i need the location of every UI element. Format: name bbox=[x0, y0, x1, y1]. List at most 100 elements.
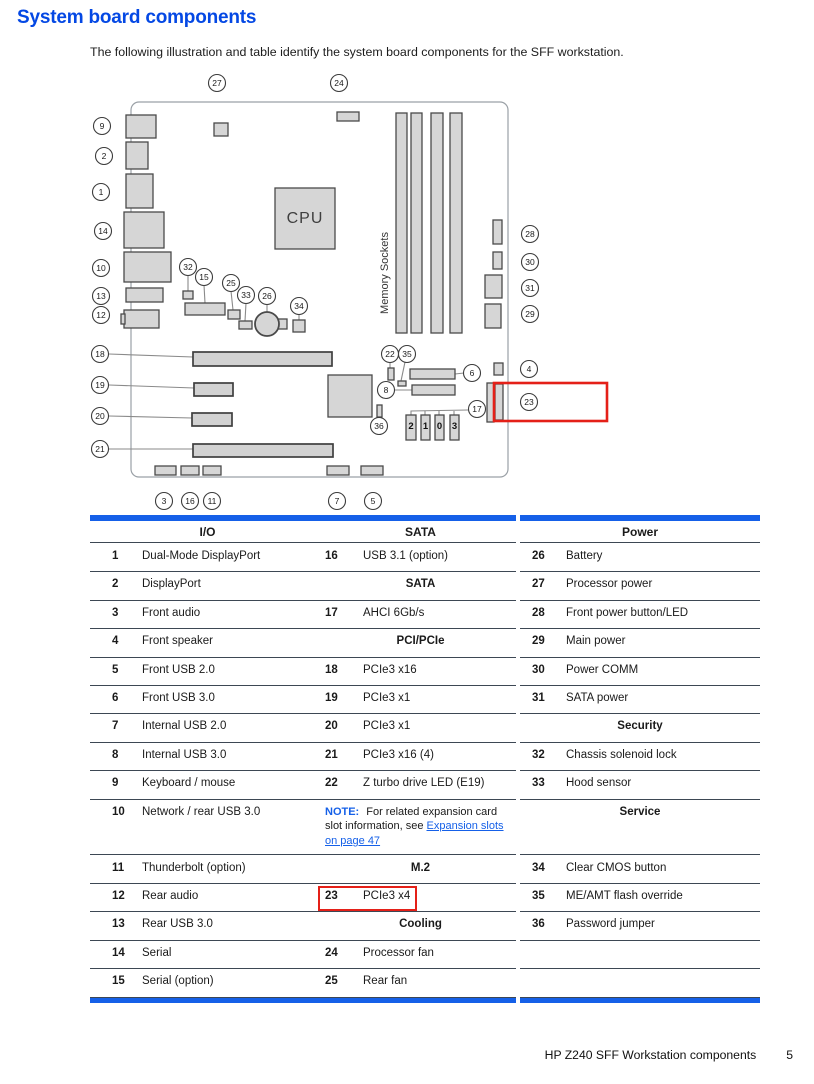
callout-number: 3 bbox=[162, 496, 167, 506]
front-power-button-header bbox=[492, 219, 503, 245]
pcie-slot-21 bbox=[192, 443, 334, 458]
rear-fan-header bbox=[227, 309, 241, 320]
item-label: PCIe3 x4 bbox=[363, 890, 411, 903]
callout-35 bbox=[397, 344, 417, 364]
cpu-label: CPU bbox=[287, 210, 324, 227]
callout-4 bbox=[519, 359, 539, 379]
memory-sockets-label: Memory Sockets bbox=[379, 232, 391, 314]
bottom-edge-headers bbox=[154, 465, 384, 476]
item-number: 26 bbox=[532, 550, 545, 562]
processor-power-connector bbox=[213, 122, 229, 137]
callout-number: 33 bbox=[241, 290, 251, 300]
battery bbox=[254, 311, 280, 337]
item-number: 23 bbox=[325, 890, 338, 903]
sata-port-label: 2 bbox=[408, 421, 413, 432]
leader-lines bbox=[108, 275, 469, 450]
item-number: 12 bbox=[112, 890, 125, 903]
item-number: 3 bbox=[112, 606, 119, 619]
connector-rear-audio bbox=[123, 309, 160, 329]
item-label: PCIe3 x16 (4) bbox=[363, 748, 434, 761]
callout-number: 15 bbox=[199, 272, 209, 282]
callout-number: 24 bbox=[334, 78, 344, 88]
item-label: Internal USB 3.0 bbox=[142, 748, 227, 761]
table-header-row: I/O SATA Power bbox=[90, 521, 760, 543]
item-label: Processor fan bbox=[363, 946, 434, 959]
item-label: Hood sensor bbox=[566, 777, 632, 790]
callout-25 bbox=[221, 273, 241, 293]
callout-6 bbox=[462, 363, 482, 383]
item-number: 22 bbox=[325, 777, 338, 790]
item-label: ME/AMT flash override bbox=[566, 890, 683, 903]
callout-34 bbox=[289, 296, 309, 316]
item-number: 7 bbox=[112, 720, 119, 733]
item-label: Front power button/LED bbox=[566, 606, 689, 619]
item-label: Rear fan bbox=[363, 975, 408, 988]
footer-text: HP Z240 SFF Workstation components bbox=[544, 1048, 757, 1062]
callout-number: 31 bbox=[525, 283, 535, 293]
callout-number: 28 bbox=[525, 229, 535, 239]
item-label: Processor power bbox=[566, 578, 653, 591]
front-speaker-header bbox=[493, 362, 504, 376]
sata-ports: 2 1 0 3 bbox=[405, 414, 460, 441]
callout-number: 4 bbox=[527, 364, 532, 374]
cpu-socket bbox=[274, 187, 336, 250]
item-label: Front USB 2.0 bbox=[142, 663, 215, 676]
item-label: Serial (option) bbox=[142, 975, 214, 988]
note-label: NOTE: bbox=[325, 805, 360, 818]
row-right-segment: Security bbox=[520, 713, 760, 743]
connector-keyboard-mouse bbox=[125, 114, 157, 139]
item-label: PCIe3 x1 bbox=[363, 720, 411, 733]
callout-36 bbox=[369, 416, 389, 436]
sub-section-header: M.2 bbox=[410, 861, 431, 874]
intro-text: The following illustration and table ide… bbox=[90, 45, 624, 59]
callout-26 bbox=[257, 286, 277, 306]
system-board-diagram: CPU Memory Sockets bbox=[90, 73, 609, 511]
item-number: 30 bbox=[532, 663, 545, 676]
callout-number: 5 bbox=[371, 496, 376, 506]
callout-30 bbox=[520, 252, 540, 272]
callout-29 bbox=[520, 304, 540, 324]
note-text: For related expansion card slot informat… bbox=[325, 805, 498, 833]
expansion-slots-link[interactable]: Expansion slots on page 47 bbox=[325, 820, 504, 847]
item-number: 31 bbox=[532, 691, 545, 704]
callout-33 bbox=[236, 285, 256, 305]
page-footer: HP Z240 SFF Workstation components 5 bbox=[545, 1048, 793, 1062]
callout-number: 12 bbox=[96, 310, 106, 320]
item-number: 34 bbox=[532, 861, 545, 874]
item-number: 15 bbox=[112, 975, 125, 988]
page-number: 5 bbox=[786, 1048, 793, 1062]
connector-dual-displayport bbox=[125, 173, 154, 209]
callout-number: 14 bbox=[98, 226, 108, 236]
group-header-io: I/O bbox=[199, 525, 216, 539]
callout-number: 20 bbox=[95, 411, 105, 421]
item-number: 13 bbox=[112, 918, 125, 931]
sata-port-label: 1 bbox=[423, 421, 429, 432]
item-label: AHCI 6Gb/s bbox=[363, 606, 425, 619]
memory-socket-bars bbox=[395, 112, 463, 334]
item-label: PCIe3 x16 bbox=[363, 663, 417, 676]
item-label: Front USB 3.0 bbox=[142, 691, 215, 704]
callout-28 bbox=[520, 224, 540, 244]
callout-5 bbox=[363, 491, 383, 511]
callout-13 bbox=[91, 286, 111, 306]
item-label: Clear CMOS button bbox=[566, 861, 667, 874]
callout-number: 27 bbox=[212, 78, 222, 88]
callout-number: 26 bbox=[262, 291, 272, 301]
item-number: 27 bbox=[532, 578, 545, 591]
note-cell: NOTE:For related expansion card slot inf… bbox=[325, 799, 516, 854]
